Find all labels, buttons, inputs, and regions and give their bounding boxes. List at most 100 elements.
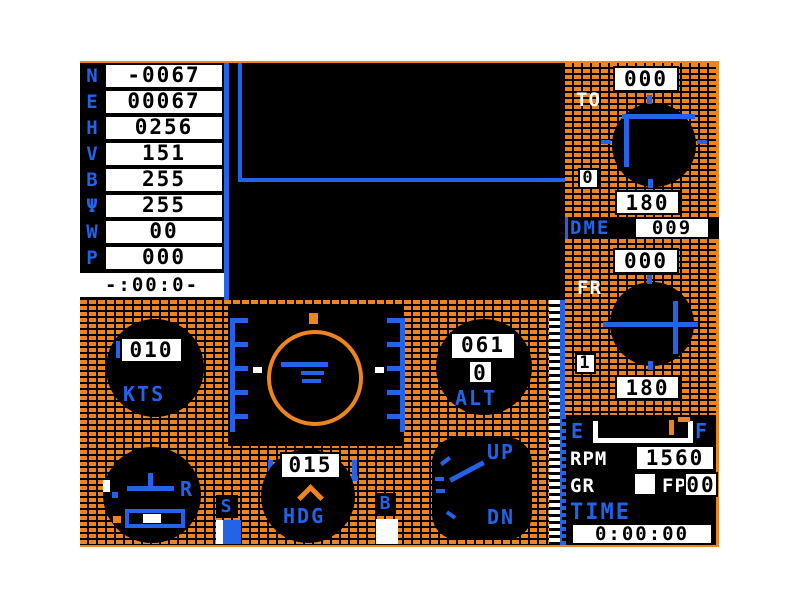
- vsi-tick-1: [439, 456, 452, 466]
- attitude-horizon-bar: [281, 362, 328, 367]
- slip-left-tick: [113, 516, 121, 523]
- view-left-edge: [238, 63, 242, 182]
- fuel-empty-label: E: [571, 419, 586, 443]
- nav1-top-tick: [647, 95, 652, 104]
- data-row: E 00067: [80, 89, 224, 115]
- nav2-top-tick: [647, 275, 652, 284]
- turn-left-dot: [112, 492, 118, 498]
- gear-indicator-light: [635, 474, 655, 494]
- vsi-down-label: DN: [487, 505, 516, 529]
- engine-status-section: E F RPM 1560 GR FP 00 TIME 0:00:00: [562, 415, 718, 545]
- nav1-section: 000 TO 0 180: [565, 63, 716, 217]
- rpm-label: RPM: [570, 448, 608, 470]
- data-value-psi: 255: [104, 193, 224, 219]
- stick-indicator-box: [216, 520, 241, 544]
- fuel-gauge: [593, 417, 693, 443]
- vsi-tick-4: [445, 510, 457, 520]
- flight-data-panel: N -0067 E 00067 H 0256 V 151 B 255 Ψ 255: [80, 63, 224, 298]
- data-value-b: 255: [104, 167, 224, 193]
- nav2-bottom-tick: [648, 361, 653, 370]
- heading-label: HDG: [283, 504, 326, 528]
- vsi-needle: [449, 460, 485, 483]
- nav2-obs-readout: 000: [613, 248, 679, 274]
- flaps-readout: 00: [684, 472, 718, 497]
- brake-indicator-label-box: B: [376, 493, 396, 515]
- data-row: H 0256: [80, 115, 224, 141]
- dme-row: DME 009: [565, 217, 719, 239]
- data-value-w: 00: [104, 219, 224, 245]
- data-value-n: -0067: [104, 63, 224, 89]
- dme-readout: 009: [634, 217, 710, 239]
- gear-label: GR: [570, 475, 595, 497]
- nav1-right-tick: [697, 140, 707, 144]
- slip-indicator-tube: [125, 509, 185, 528]
- dme-label: DME: [570, 217, 611, 239]
- nav1-horizontal-needle: [622, 114, 695, 119]
- rpm-readout: 1560: [635, 445, 715, 471]
- airspeed-gauge: [106, 319, 204, 417]
- main-instrument-panel: 010 KTS 061 0 ALT: [80, 300, 549, 545]
- attitude-left-bracket: [230, 318, 248, 432]
- stick-indicator-fill: [223, 520, 241, 544]
- nav1-obs-readout: 000: [613, 66, 679, 92]
- attitude-left-index: [253, 367, 262, 373]
- nav2-vertical-needle: [673, 301, 678, 354]
- nav2-section: 000 FR 1 180: [565, 239, 716, 415]
- nav1-vertical-needle: [624, 114, 629, 167]
- fuel-gauge-corner: [678, 417, 690, 422]
- data-label-e: E: [80, 89, 104, 115]
- time-readout: 0:00:00: [571, 523, 713, 545]
- altimeter-readout-tens: 0: [468, 360, 493, 384]
- data-row: W 00: [80, 219, 224, 245]
- panel-separator-dashes: [549, 300, 560, 545]
- time-label: TIME: [570, 500, 631, 525]
- attitude-right-bracket: [387, 318, 405, 432]
- nav1-to-flag: TO: [576, 89, 601, 111]
- brake-indicator-label: B: [379, 493, 393, 514]
- brake-indicator-box: [376, 519, 398, 544]
- attitude-ring: [267, 330, 363, 426]
- data-value-p: 000: [104, 245, 224, 271]
- nav1-reciprocal-readout: 180: [615, 190, 680, 215]
- data-label-w: W: [80, 219, 104, 245]
- turn-plane-fin: [148, 473, 153, 487]
- airspeed-needle-tick: [116, 341, 121, 358]
- airspeed-readout: 010: [120, 337, 183, 363]
- data-label-n: N: [80, 63, 104, 89]
- attitude-right-index: [375, 367, 384, 373]
- data-row: N -0067: [80, 63, 224, 89]
- data-label-b: B: [80, 167, 104, 193]
- slip-ball: [143, 514, 161, 523]
- nav1-ident: 0: [578, 168, 599, 189]
- horizon-line: [238, 178, 638, 182]
- nav2-from-flag: FR: [577, 277, 602, 299]
- vsi-tick-3: [436, 489, 445, 493]
- vsi-gauge: UP DN: [432, 437, 532, 540]
- data-label-v: V: [80, 141, 104, 167]
- data-panel-border: [224, 63, 229, 300]
- vsi-up-label: UP: [487, 440, 516, 464]
- nav2-reciprocal-readout: 180: [615, 375, 680, 400]
- attitude-top-pointer: [309, 313, 318, 324]
- altimeter-label: ALT: [455, 386, 498, 410]
- data-value-e: 00067: [104, 89, 224, 115]
- data-row: B 255: [80, 167, 224, 193]
- airspeed-units-label: KTS: [123, 382, 166, 406]
- data-row: Ψ 255: [80, 193, 224, 219]
- fuel-full-label: F: [695, 419, 710, 443]
- nav2-horizontal-needle: [603, 322, 698, 327]
- attitude-indicator: [228, 305, 405, 446]
- attitude-pitch-mark-1: [301, 371, 324, 375]
- data-label-psi: Ψ: [80, 193, 104, 219]
- cockpit-panel: N -0067 E 00067 H 0256 V 151 B 255 Ψ 255: [80, 61, 719, 547]
- nav1-bottom-tick: [648, 179, 653, 188]
- attitude-pitch-mark-2: [302, 379, 321, 383]
- fuel-needle: [669, 420, 674, 435]
- nav1-left-tick: [601, 140, 611, 144]
- stick-indicator-label-box: S: [216, 495, 238, 518]
- stick-indicator-label: S: [220, 496, 234, 517]
- flaps-label: FP: [662, 475, 687, 497]
- vsi-tick-2: [435, 477, 444, 481]
- turn-left-index: [103, 480, 110, 492]
